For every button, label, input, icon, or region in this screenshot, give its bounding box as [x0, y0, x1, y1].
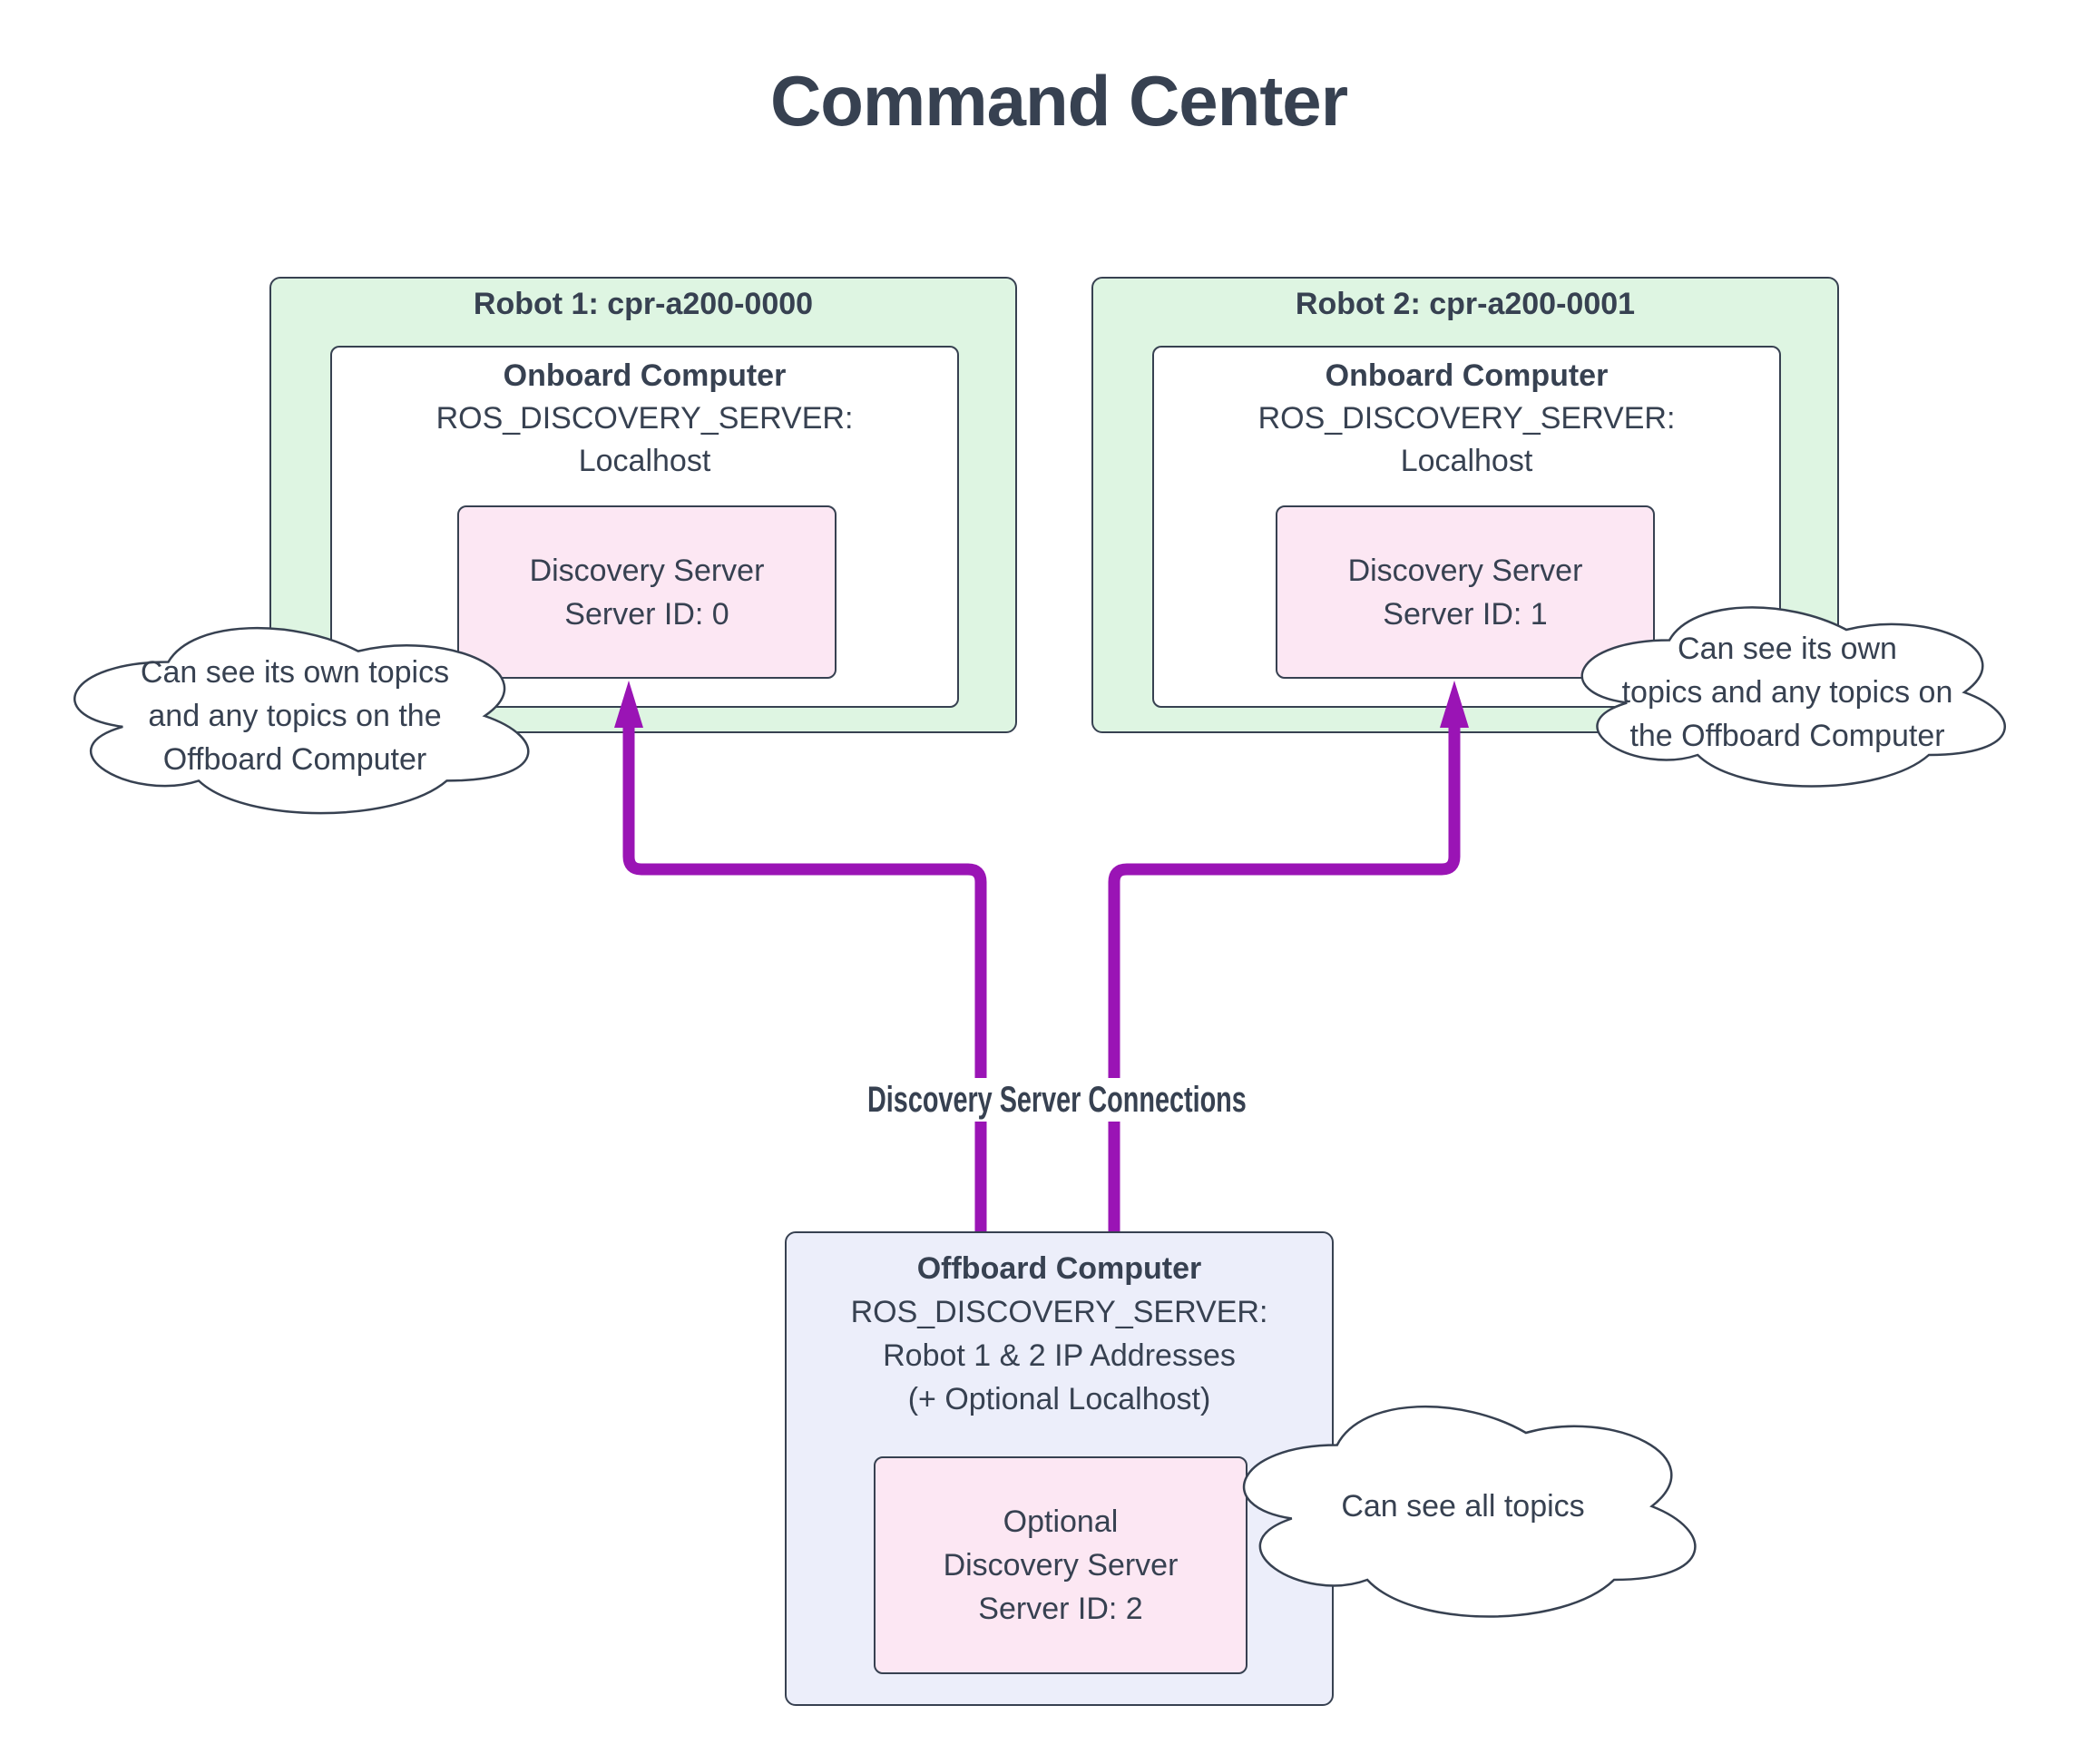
offboard-optional-label: Optional	[1003, 1504, 1119, 1539]
robot2-discovery-server-label: Discovery Server	[1347, 553, 1583, 588]
left-cloud-line2: and any topics on the	[148, 699, 442, 733]
left-cloud-line3: Offboard Computer	[162, 742, 427, 777]
page-title: Command Center	[769, 61, 1348, 141]
robot2-localhost-line: Localhost	[1400, 444, 1533, 478]
robot1-server-id: Server ID: 0	[564, 596, 729, 632]
left-cloud-line1: Can see its own topics	[140, 655, 450, 690]
robot1-title: Robot 1: cpr-a200-0000	[473, 287, 814, 321]
bottom-cloud-line1: Can see all topics	[1341, 1489, 1585, 1524]
bottom-cloud	[1211, 1384, 1715, 1629]
robot2-server-id: Server ID: 1	[1383, 596, 1548, 632]
robot2-onboard-computer-title: Onboard Computer	[1325, 358, 1609, 393]
robot2-title: Robot 2: cpr-a200-0001	[1295, 287, 1636, 321]
right-cloud-line3: the Offboard Computer	[1629, 719, 1945, 753]
robot1-discovery-server-label: Discovery Server	[529, 553, 765, 588]
left-cloud-text: Can see its own topics and any topics on…	[42, 651, 548, 781]
arrow-offboard-to-robot2	[1108, 724, 1461, 1231]
offboard-computer-title: Offboard Computer	[916, 1251, 1202, 1286]
robot1-discovery-server-box: Discovery Server Server ID: 0	[457, 505, 837, 679]
right-cloud	[1551, 588, 2023, 797]
offboard-optional-localhost-line: (+ Optional Localhost)	[907, 1382, 1211, 1416]
right-cloud-text: Can see its own topics and any topics on…	[1551, 627, 2023, 758]
robot2-ros-discovery-server-line: ROS_DISCOVERY_SERVER:	[1257, 401, 1676, 436]
robot1-ros-discovery-server-line: ROS_DISCOVERY_SERVER:	[435, 401, 854, 436]
offboard-discovery-server-label: Discovery Server	[943, 1548, 1179, 1583]
right-cloud-line2: topics and any topics on	[1621, 675, 1953, 710]
offboard-discovery-server-box: Optional Discovery Server Server ID: 2	[874, 1456, 1247, 1674]
left-cloud	[42, 608, 548, 824]
offboard-computer-text: Offboard Computer ROS_DISCOVERY_SERVER: …	[785, 1247, 1334, 1421]
discovery-server-connections-label: Discovery Server Connections	[867, 1078, 1247, 1122]
bottom-cloud-shape	[1244, 1406, 1695, 1616]
right-cloud-line1: Can see its own	[1678, 632, 1897, 666]
arrow-offboard-to-robot1	[622, 724, 987, 1231]
robot1-onboard-computer-text: Onboard Computer ROS_DISCOVERY_SERVER: L…	[330, 355, 959, 483]
left-cloud-shape	[74, 628, 528, 813]
offboard-ros-discovery-server-line: ROS_DISCOVERY_SERVER:	[850, 1295, 1268, 1329]
offboard-server-id: Server ID: 2	[978, 1592, 1143, 1626]
robot1-localhost-line: Localhost	[578, 444, 711, 478]
robot2-onboard-computer-text: Onboard Computer ROS_DISCOVERY_SERVER: L…	[1152, 355, 1781, 483]
right-cloud-shape	[1582, 607, 2005, 786]
bottom-cloud-text: Can see all topics	[1211, 1485, 1715, 1528]
robot1-onboard-computer-title: Onboard Computer	[503, 358, 787, 393]
offboard-ip-addresses-line: Robot 1 & 2 IP Addresses	[883, 1338, 1236, 1373]
robot2-discovery-server-box: Discovery Server Server ID: 1	[1276, 505, 1655, 679]
